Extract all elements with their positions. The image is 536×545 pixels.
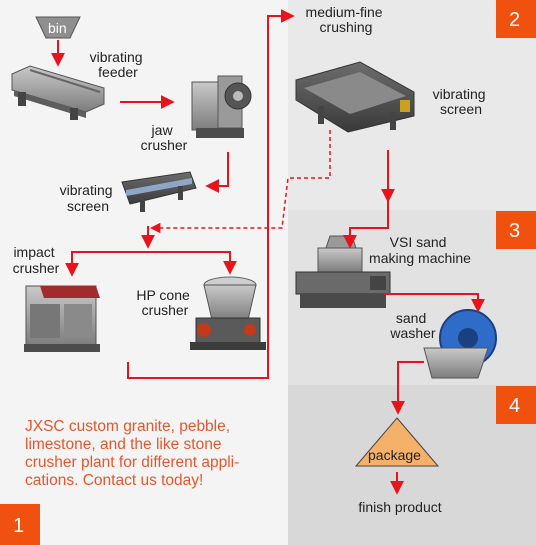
impact-crusher-icon bbox=[24, 285, 100, 352]
vibrating-feeder-label: vibrating feeder bbox=[90, 49, 147, 80]
package-icon: package bbox=[354, 417, 440, 467]
vibrating-screen-2-label: vibrating screen bbox=[433, 86, 490, 117]
return-path-dashed bbox=[149, 130, 331, 234]
stage-badge-3: 3 bbox=[496, 211, 536, 249]
bin-icon: bin bbox=[35, 16, 81, 39]
package-label: package bbox=[368, 447, 421, 463]
hp-cone-crusher-icon bbox=[190, 276, 266, 350]
jaw-crusher-label: jaw crusher bbox=[141, 122, 188, 153]
jaw-crusher-icon bbox=[191, 75, 252, 138]
vibrating-screen-1-icon bbox=[121, 171, 197, 212]
arrow-to-vsi bbox=[343, 200, 389, 249]
vibrating-screen-2-icon bbox=[295, 61, 415, 133]
medium-fine-crushing-label: medium-fine crushing bbox=[306, 4, 387, 35]
stage-badge-4: 4 bbox=[496, 386, 536, 424]
promo-text: JXSC custom granite, pebble, limestone, … bbox=[25, 418, 240, 489]
sand-washer-icon bbox=[423, 309, 497, 379]
arrow-vsi-to-washer bbox=[384, 293, 485, 313]
flow-arrows bbox=[51, 9, 485, 495]
stage-badge-1-text: 1 bbox=[13, 515, 24, 537]
vibrating-feeder-icon bbox=[11, 65, 105, 120]
stage-badge-3-text: 3 bbox=[509, 220, 520, 242]
stage-badge-1: 1 bbox=[0, 504, 40, 545]
arrow-washer-to-package bbox=[391, 361, 424, 415]
vibrating-screen-1-label: vibrating screen bbox=[60, 182, 117, 214]
finish-product-label: finish product bbox=[358, 499, 441, 515]
arrow-jaw-to-screen-1 bbox=[205, 152, 229, 193]
sand-washer-label: sand washer bbox=[389, 310, 435, 341]
stage-badge-2-text: 2 bbox=[509, 9, 520, 31]
vsi-sand-making-machine-icon bbox=[295, 235, 391, 308]
vsi-sand-making-machine-label: VSI sand making machine bbox=[369, 234, 471, 266]
stage-badge-2: 2 bbox=[496, 0, 536, 38]
hp-cone-crusher-label: HP cone crusher bbox=[136, 287, 193, 318]
stage-badge-4-text: 4 bbox=[509, 395, 520, 417]
impact-crusher-label: impact crusher bbox=[13, 244, 60, 276]
bin-label: bin bbox=[48, 20, 67, 36]
